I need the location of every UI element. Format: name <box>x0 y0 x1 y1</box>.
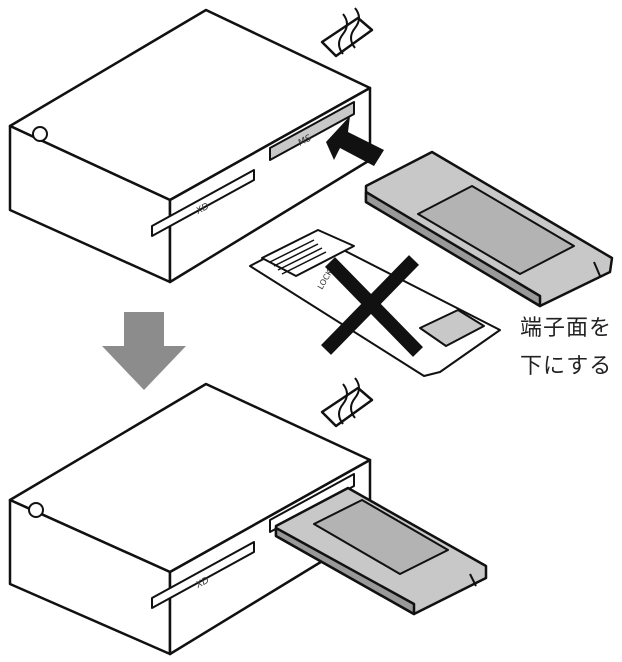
ms-card-inserted <box>274 486 488 616</box>
reader-top <box>8 7 374 284</box>
indicator-light-top <box>32 126 48 142</box>
xd-slot-top <box>151 169 255 237</box>
incorrect-x-icon <box>320 255 424 357</box>
cable-squiggle-top <box>338 7 360 55</box>
down-arrow-icon <box>102 312 186 390</box>
indicator-light-bottom <box>28 502 44 518</box>
ms-card <box>364 150 614 308</box>
cable-squiggle-bottom <box>338 377 360 425</box>
contacts-icon <box>269 239 327 275</box>
ms-slot-top <box>269 101 355 161</box>
caption-line-1: 端子面を <box>520 316 613 341</box>
insert-arrow-icon <box>326 116 384 166</box>
caption-line-2: 下にする <box>520 354 613 379</box>
xd-slot-bottom <box>151 541 255 609</box>
